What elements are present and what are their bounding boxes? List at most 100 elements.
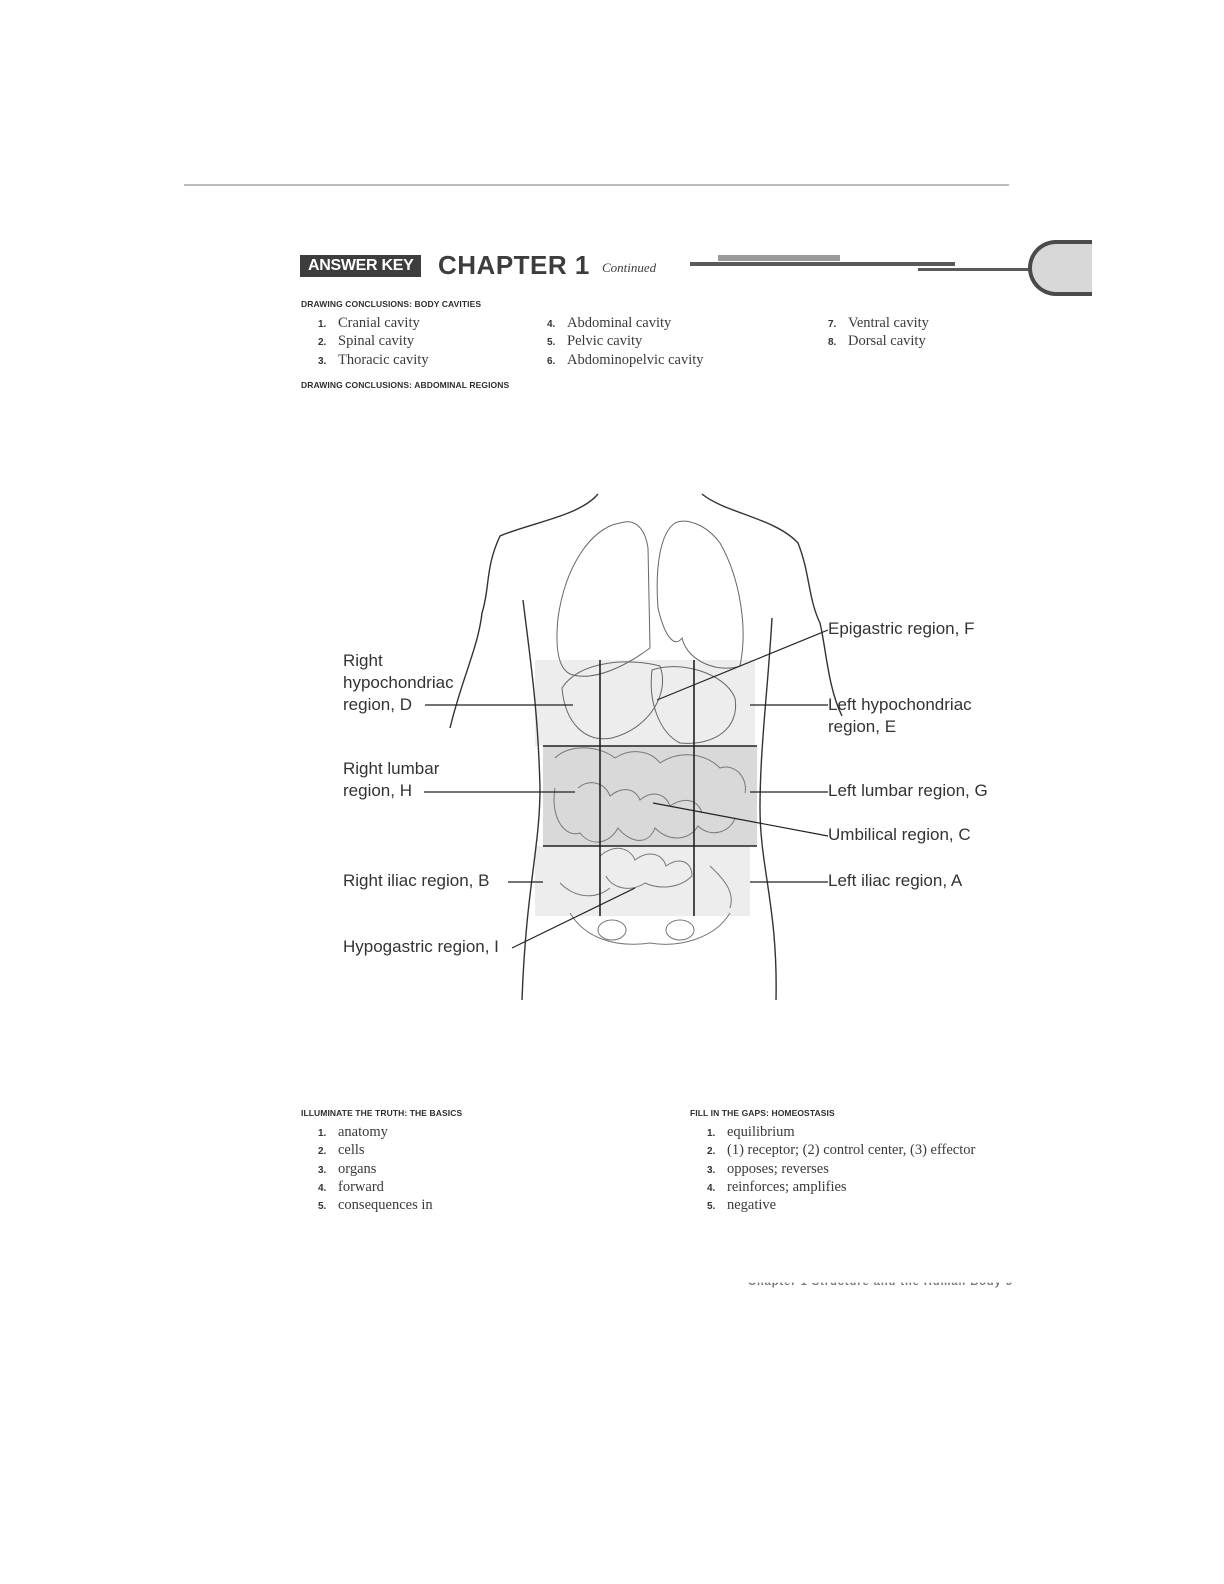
homeostasis-list: 1. equilibrium 2. (1) receptor; (2) contro… [707, 1123, 975, 1214]
list-item: 5. Pelvic cavity [547, 332, 704, 350]
list-item: 3.Thoracic cavity [318, 351, 429, 369]
item-text: (1) receptor; (2) control center, (3) ef… [727, 1142, 976, 1159]
item-number: 1. [318, 1128, 327, 1139]
item-number: 4. [318, 1182, 327, 1194]
list-item: 1. Cranial cavity [318, 314, 429, 332]
item-number: 4. [547, 319, 556, 330]
torso-outline-right [701, 493, 843, 717]
list-item: 5. consequences in [318, 1196, 433, 1214]
item-number: 2. [318, 1146, 327, 1158]
item-text: equilibrium [727, 1124, 795, 1140]
continued-label: Continued [602, 260, 657, 275]
item-number: 3. [318, 355, 327, 367]
pelvis-foramen-right [665, 919, 695, 941]
label-line: Right lumbar [343, 759, 440, 778]
list-item: 5. negative [707, 1196, 975, 1214]
answer-key-badge: ANSWER KEY [300, 255, 422, 277]
item-text: reinforces; amplifies [727, 1178, 847, 1195]
item-text: Dorsal cavity [848, 333, 926, 350]
item-text: Spinal cavity [338, 333, 415, 350]
item-text: Pelvic cavity [567, 333, 643, 350]
list-item: 2. Spinal cavity [318, 332, 429, 350]
liver-outline [561, 661, 664, 740]
chapter-header: ANSWER KEY CHAPTER 1 Continued [300, 240, 1092, 296]
body-side-right [759, 617, 777, 1001]
region-shade-lower [535, 846, 750, 916]
header-decor-bar [690, 262, 955, 266]
item-text: Abdominopelvic cavity [567, 351, 704, 368]
item-text: forward [338, 1178, 384, 1195]
intestines-illustration [553, 747, 746, 909]
item-text: consequences in [338, 1197, 433, 1214]
top-rule [184, 184, 1009, 186]
item-number: 5. [707, 1201, 716, 1213]
section-heading-homeostasis: FILL IN THE GAPS: HOMEOSTASIS [690, 1108, 835, 1118]
item-number: 5. [318, 1201, 327, 1213]
page-footer: Chapter 1 Structure and the Human Body 5 [748, 1276, 1013, 1288]
label-line: region, E [828, 717, 897, 736]
body-cavities-list-col1: 1. Cranial cavity 2. Spinal cavity 3.Thora… [318, 314, 429, 369]
label-hypogastric: Hypogastric region, I [343, 937, 499, 956]
item-text: cells [338, 1142, 365, 1159]
item-number: 5. [547, 337, 556, 349]
item-number: 1. [318, 319, 327, 330]
item-number: 2. [707, 1146, 716, 1158]
right-lung-outline [556, 521, 651, 677]
label-line: Left hypochondriac [828, 695, 972, 714]
item-number: 2. [318, 337, 327, 349]
list-item: 1. equilibrium [707, 1123, 975, 1141]
label-line: region, H [343, 781, 412, 800]
item-number: 3. [318, 1164, 327, 1176]
list-item: 8. Dorsal cavity [828, 332, 929, 350]
list-item: 6. Abdominopelvic cavity [547, 351, 704, 369]
torso-illustration [424, 493, 843, 1001]
item-number: 6. [547, 355, 556, 367]
list-item: 1.anatomy [318, 1123, 433, 1141]
item-text: organs [338, 1160, 377, 1177]
item-text: Ventral cavity [848, 315, 929, 331]
item-text: negative [727, 1197, 777, 1214]
section-heading-basics: ILLUMINATE THE TRUTH: THE BASICS [301, 1108, 463, 1118]
list-item: 2. cells [318, 1141, 433, 1159]
item-text: Cranial cavity [338, 315, 420, 331]
list-item: 4. reinforces; amplifies [707, 1178, 975, 1196]
label-right-hypochondriac: Right hypochondriac region, D [343, 650, 454, 716]
body-side-left [521, 599, 541, 1001]
item-number: 4. [707, 1182, 716, 1194]
item-number: 1. [707, 1128, 716, 1139]
region-grid [543, 660, 757, 916]
label-right-iliac: Right iliac region, B [343, 871, 490, 890]
pelvis-foramen-left [597, 919, 627, 941]
header-decor-bar [718, 255, 840, 261]
item-number: 8. [828, 337, 837, 349]
pelvis-outline [569, 912, 731, 945]
label-line: Right [343, 651, 383, 670]
section-heading-abdominal-regions: DRAWING CONCLUSIONS: ABDOMINAL REGIONS [301, 380, 510, 390]
list-item: 3. opposes; reverses [707, 1160, 975, 1178]
list-item: 3. organs [318, 1160, 433, 1178]
label-line: hypochondriac [343, 673, 454, 692]
item-number: 3. [707, 1164, 716, 1176]
section-heading-body-cavities: DRAWING CONCLUSIONS: BODY CAVITIES [301, 299, 482, 309]
body-cavities-list-col3: 7. Ventral cavity 8. Dorsal cavity [828, 314, 929, 351]
label-left-lumbar: Left lumbar region, G [828, 781, 988, 800]
list-item: 4.Abdominal cavity [547, 314, 704, 332]
torso-outline-left [449, 493, 599, 729]
item-number: 7. [828, 319, 837, 330]
label-line: region, D [343, 695, 412, 714]
stomach-outline [650, 666, 737, 744]
left-lung-outline [656, 520, 744, 669]
body-cavities-list-col2: 4.Abdominal cavity 5. Pelvic cavity 6. Abd… [547, 314, 704, 369]
abdominal-regions-diagram: Right hypochondriac region, D Right lumb… [330, 488, 1030, 1008]
item-text: opposes; reverses [727, 1160, 829, 1177]
label-left-hypochondriac: Left hypochondriac region, E [828, 694, 972, 738]
chapter-tab-icon [1028, 240, 1092, 296]
label-umbilical: Umbilical region, C [828, 825, 971, 844]
list-item: 7. Ventral cavity [828, 314, 929, 332]
chapter-title: CHAPTER 1 [438, 250, 590, 280]
region-shade-middle [543, 746, 757, 846]
list-item: 2. (1) receptor; (2) control center, (3) … [707, 1141, 975, 1159]
header-decor-bar [918, 268, 1043, 271]
basics-list: 1.anatomy 2. cells 3. organs 4. forward 5. c… [318, 1123, 433, 1214]
label-right-lumbar: Right lumbar region, H [343, 758, 439, 802]
